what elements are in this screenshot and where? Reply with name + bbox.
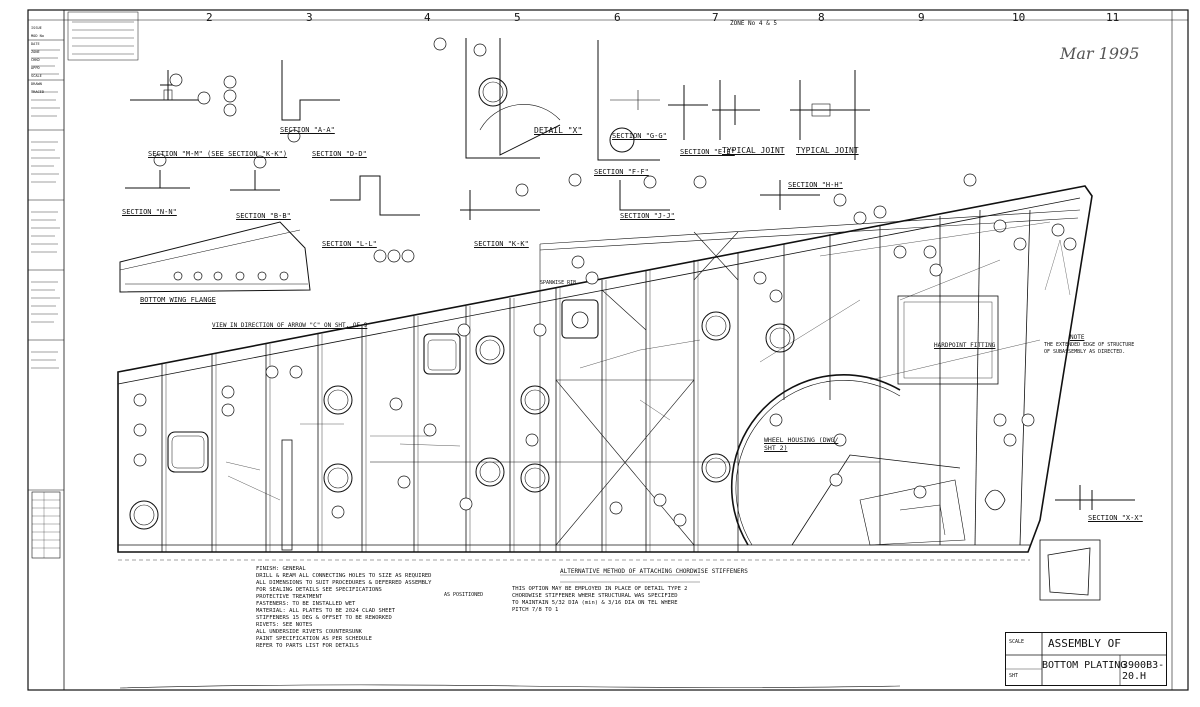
- bottom-border-line: [119, 684, 901, 689]
- zone-number: 4: [424, 11, 431, 24]
- general-note-line: FOR SEALING DETAILS SEE SPECIFICATIONS: [256, 587, 382, 593]
- section-k-k-title: SECTION "K-K": [474, 240, 529, 248]
- section-x-x-title: SECTION "X-X": [1088, 514, 1143, 522]
- bottom-plating-assembly: [117, 185, 1093, 553]
- general-note-line: FINISH: GENERAL: [256, 566, 306, 572]
- typical-joint-title-1: TYPICAL JOINT: [722, 146, 785, 155]
- detail-x-title: DETAIL "X": [534, 126, 583, 135]
- section-g-g-title: SECTION "G-G": [612, 132, 667, 140]
- title-block: SCALE SHT ASSEMBLY OF BOTTOM PLATING 390…: [1005, 632, 1167, 686]
- section-a-a-title: SECTION "A-A": [280, 126, 335, 134]
- general-note-line: DRILL & REAM ALL CONNECTING HOLES TO SIZ…: [256, 573, 432, 579]
- revision-row: MOD No: [31, 34, 44, 38]
- section-l-l-title: SECTION "L-L": [322, 240, 377, 248]
- alternative-method-label: ALTERNATIVE METHOD OF ATTACHING CHORDWIS…: [560, 568, 748, 575]
- alternative-notes: THIS OPTION MAY BE EMPLOYED IN PLACE OF …: [512, 586, 688, 614]
- leader-lines: [225, 221, 1051, 583]
- general-note-line: REFER TO PARTS LIST FOR DETAILS: [256, 643, 359, 649]
- section-f-f-title: SECTION "F-F": [594, 168, 649, 176]
- bottom-wing-flange-title: BOTTOM WING FLANGE: [140, 296, 216, 304]
- alt-note-line: TO MAINTAIN 5/32 DIA (min) & 3/16 DIA ON…: [512, 600, 678, 606]
- sheet-label: SHT: [1009, 673, 1019, 679]
- zone-number: 8: [818, 11, 825, 24]
- zone-number: 5: [514, 11, 521, 24]
- zone-number: 10: [1012, 11, 1026, 24]
- zone-number: 7: [712, 11, 719, 24]
- reference-balloons: [133, 37, 1077, 527]
- drawing-number: 3900B3-20.H: [1122, 660, 1165, 682]
- section-j-j-title: SECTION "J-J": [620, 212, 675, 220]
- general-note-line: ALL UNDERSIDE RIVETS COUNTERSUNK: [256, 629, 362, 635]
- section-e-e-title: SECTION "E-E": [680, 148, 735, 156]
- note-heading: NOTE: [1070, 334, 1085, 341]
- general-note-line: PROTECTIVE TREATMENT: [256, 594, 323, 600]
- section-b-b-title: SECTION "B-B": [236, 212, 291, 220]
- scale-label: SCALE: [1009, 639, 1025, 645]
- section-h-h-title: SECTION "H-H": [788, 181, 843, 189]
- zone-number: 3: [306, 11, 313, 24]
- general-note-line: MATERIAL: ALL PLATES TO BE 2024 CLAD SHE…: [256, 608, 396, 614]
- general-note-line: ALL DIMENSIONS TO SUIT PROCEDURES & DEFE…: [256, 580, 432, 586]
- left-title-strip: [28, 39, 64, 559]
- revision-row: ZONE: [31, 50, 40, 54]
- section-d-d-title: SECTION "D-D": [312, 150, 367, 158]
- spanwise-rib-label: SPANWISE RIB: [540, 280, 577, 286]
- general-note-line: RIVETS: SEE NOTES: [256, 622, 313, 628]
- revision-row: TRACED: [31, 90, 44, 94]
- general-notes: FINISH: GENERAL DRILL & REAM ALL CONNECT…: [256, 566, 432, 650]
- as-positioned-label: AS POSITIONED: [444, 592, 484, 598]
- handwritten-date: Mar 1995: [1060, 44, 1140, 63]
- section-n-n-title: SECTION "N-N": [122, 208, 177, 216]
- note-text: THE EXTENDED EDGE OF STRUCTURE OF SUBASS…: [1044, 342, 1135, 355]
- wheel-housing-label: WHEEL HOUSING (DWG/ SHT 2): [764, 436, 839, 452]
- general-note-line: FASTENERS: TO BE INSTALLED WET: [256, 601, 356, 607]
- zone-number: 2: [206, 11, 213, 24]
- section-details: [125, 38, 1135, 601]
- zone-number: 9: [918, 11, 925, 24]
- zone-number: 6: [614, 11, 621, 24]
- alt-note-line: CHORDWISE STIFFENER WHERE STRUCTURAL WAS…: [512, 593, 678, 599]
- revision-row: CHKD: [31, 58, 40, 62]
- general-note-line: STIFFENERS 15 DEG & OFFSET TO BE REWORKE…: [256, 615, 392, 621]
- revision-row: DATE: [31, 42, 40, 46]
- section-m-m-title: SECTION "M-M" (SEE SECTION "K-K"): [148, 150, 288, 158]
- drawing-title-line2: BOTTOM PLATING: [1042, 660, 1127, 671]
- typical-joint-title-2: TYPICAL JOINT: [796, 146, 859, 155]
- sheet-border: [27, 9, 1189, 691]
- revision-row: ISSUE: [31, 26, 42, 30]
- revision-strip: ISSUE MOD No DATE ZONE CHKD APPD SCALE D…: [31, 24, 44, 96]
- hardpoint-label: HARDPOINT FITTING: [934, 342, 996, 349]
- zone-reference: ZONE No 4 & 5: [730, 20, 777, 27]
- drawing-title-line1: ASSEMBLY OF: [1048, 637, 1121, 650]
- title-block-lines: [1006, 633, 1166, 685]
- zone-number: 11: [1106, 11, 1120, 24]
- alt-note-line: THIS OPTION MAY BE EMPLOYED IN PLACE OF …: [512, 586, 688, 592]
- view-arrow-title: VIEW IN DIRECTION OF ARROW "C" ON SHT. O…: [212, 322, 368, 329]
- bottom-wing-flange-view: [119, 221, 311, 293]
- general-note-line: PAINT SPECIFICATION AS PER SCHEDULE: [256, 636, 372, 642]
- modification-table: [67, 11, 139, 61]
- alt-note-line: PITCH 7/8 TO 1: [512, 607, 559, 613]
- revision-row: APPD: [31, 66, 40, 70]
- revision-row: DRAWN: [31, 82, 42, 86]
- revision-row: SCALE: [31, 74, 42, 78]
